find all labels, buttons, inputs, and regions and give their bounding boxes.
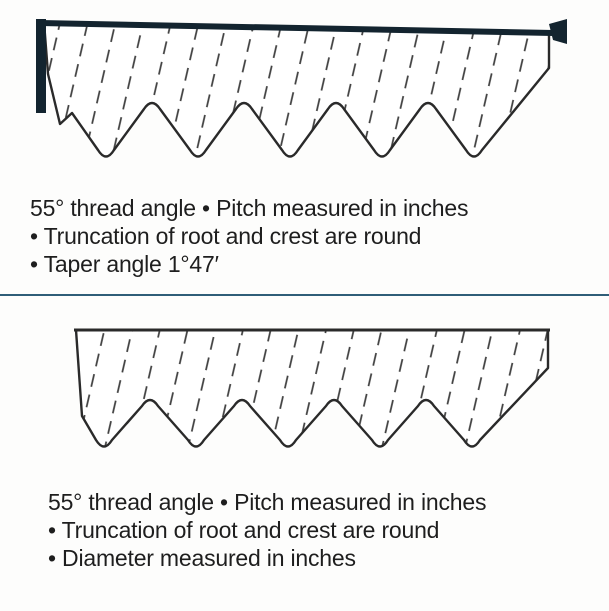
page: 55° thread angle • Pitch measured in inc…	[0, 10, 609, 611]
taper-thread-left-edge	[36, 19, 46, 113]
caption-line: • Diameter measured in inches	[48, 545, 356, 572]
caption-line: 55° thread angle • Pitch measured in inc…	[48, 489, 487, 516]
parallel-thread-hatching	[74, 328, 550, 448]
section-taper-thread: 55° thread angle • Pitch measured in inc…	[0, 10, 609, 278]
parallel-thread-caption: 55° thread angle • Pitch measured in inc…	[48, 488, 609, 572]
section-parallel-thread: 55° thread angle • Pitch measured in inc…	[0, 320, 609, 572]
section-divider	[0, 294, 609, 297]
taper-thread-right-edge	[549, 19, 567, 44]
caption-line: • Taper angle 1°47′	[30, 251, 219, 278]
taper-thread-caption: 55° thread angle • Pitch measured in inc…	[30, 194, 609, 278]
caption-line: • Truncation of root and crest are round	[30, 223, 422, 250]
taper-thread-diagram	[36, 19, 567, 158]
caption-line: • Truncation of root and crest are round	[48, 517, 440, 544]
taper-thread-hatching	[42, 20, 551, 158]
parallel-thread-diagram	[74, 328, 550, 448]
caption-line: 55° thread angle • Pitch measured in inc…	[30, 195, 469, 221]
taper-thread-top-edge	[39, 20, 554, 36]
